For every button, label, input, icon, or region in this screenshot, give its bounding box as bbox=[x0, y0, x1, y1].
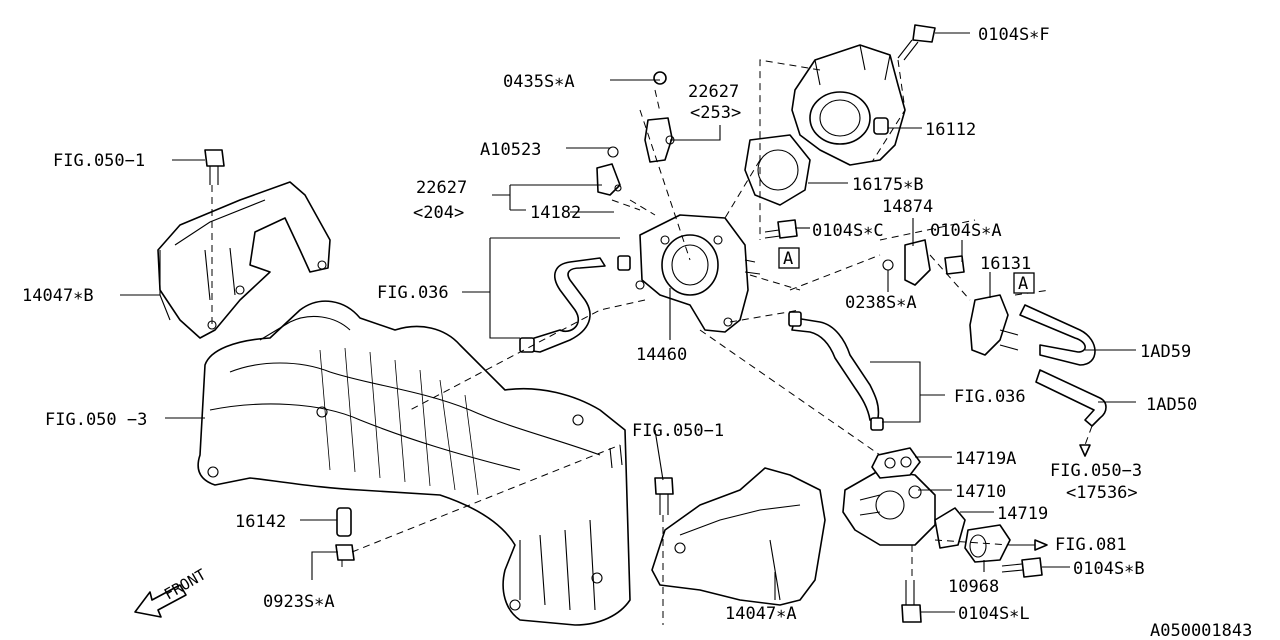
callout-0104s-c: 0104S∗C bbox=[812, 221, 884, 241]
callout-1ad50: 1AD50 bbox=[1146, 395, 1197, 415]
callout-14182: 14182 bbox=[530, 203, 581, 223]
callout-14460: 14460 bbox=[636, 345, 687, 365]
ref-box-a-2-label: A bbox=[1018, 274, 1028, 294]
callout-14710: 14710 bbox=[955, 482, 1006, 502]
callout-16131: 16131 bbox=[980, 254, 1031, 274]
intake-manifold bbox=[197, 300, 631, 626]
front-label: FRONT bbox=[161, 565, 209, 603]
callout-16112: 16112 bbox=[925, 120, 976, 140]
ref-box-a-2: A bbox=[1013, 272, 1035, 294]
callout-22627-253-sub: <253> bbox=[690, 103, 741, 123]
manifold-cover-a bbox=[651, 467, 826, 606]
callout-0104s-l: 0104S∗L bbox=[958, 604, 1030, 624]
callout-0923s-a: 0923S∗A bbox=[263, 592, 335, 612]
callout-16175b: 16175∗B bbox=[852, 175, 924, 195]
callout-a10523: A10523 bbox=[480, 140, 541, 160]
callout-fig081: FIG.081 bbox=[1055, 535, 1127, 555]
hose-right bbox=[788, 311, 884, 431]
callout-fig050-3-right-sub: <17536> bbox=[1066, 483, 1138, 503]
throttle-body bbox=[791, 44, 906, 166]
callout-14047b: 14047∗B bbox=[22, 286, 94, 306]
sensor-253 bbox=[644, 117, 675, 163]
hose-left bbox=[519, 255, 631, 353]
callout-22627-204-sub: <204> bbox=[413, 203, 464, 223]
idle-air-control-valve bbox=[842, 469, 936, 546]
callout-fig050-3-left: FIG.050 −3 bbox=[45, 410, 147, 430]
callout-0238s-a: 0238S∗A bbox=[845, 293, 917, 313]
callout-1ad59: 1AD59 bbox=[1140, 342, 1191, 362]
callout-0104s-a: 0104S∗A bbox=[930, 221, 1002, 241]
sensor-204 bbox=[596, 146, 622, 196]
throttle-adaptor bbox=[635, 214, 761, 333]
callout-fig036-right: FIG.036 bbox=[954, 387, 1026, 407]
callout-14719: 14719 bbox=[997, 504, 1048, 524]
throttle-gasket bbox=[744, 134, 811, 206]
callout-22627-204-num: 22627 bbox=[416, 178, 467, 198]
manifold-cover-b bbox=[157, 181, 331, 339]
callout-14874: 14874 bbox=[882, 197, 933, 217]
front-arrow: FRONT bbox=[134, 565, 209, 618]
purge-valve bbox=[969, 294, 1019, 356]
gasket-14719a bbox=[871, 447, 921, 479]
diagram-id: A050001843 bbox=[1150, 621, 1252, 640]
callout-22627-253-num: 22627 bbox=[688, 82, 739, 102]
callout-0435s-a: 0435S∗A bbox=[503, 72, 575, 92]
assembly-lines bbox=[211, 59, 1093, 625]
callout-14719a: 14719A bbox=[955, 449, 1016, 469]
gasket-14719 bbox=[934, 507, 966, 549]
ref-box-a-1: A bbox=[778, 247, 800, 269]
callout-16142: 16142 bbox=[235, 512, 286, 532]
callout-fig050-3-right-num: FIG.050−3 bbox=[1050, 461, 1142, 481]
callout-14047a: 14047∗A bbox=[725, 604, 797, 624]
callout-0104s-b: 0104S∗B bbox=[1073, 559, 1145, 579]
ref-box-a-1-label: A bbox=[783, 249, 793, 269]
valve-bracket bbox=[882, 239, 931, 286]
hose-1ad50 bbox=[1035, 369, 1107, 427]
direction-arrows bbox=[1010, 444, 1091, 551]
hose-1ad59 bbox=[1019, 304, 1096, 366]
callout-fig050-1-mid: FIG.050−1 bbox=[632, 421, 724, 441]
leader-lines bbox=[120, 32, 1136, 613]
callout-fig050-1-top: FIG.050−1 bbox=[53, 151, 145, 171]
callout-fig036-left: FIG.036 bbox=[377, 283, 449, 303]
bolts bbox=[204, 24, 1043, 623]
callout-0104s-f: 0104S∗F bbox=[978, 25, 1050, 45]
callout-10968: 10968 bbox=[948, 577, 999, 597]
callout-labels: 0104S∗F 16112 16175∗B 0435S∗A 22627 <253… bbox=[22, 25, 1197, 624]
